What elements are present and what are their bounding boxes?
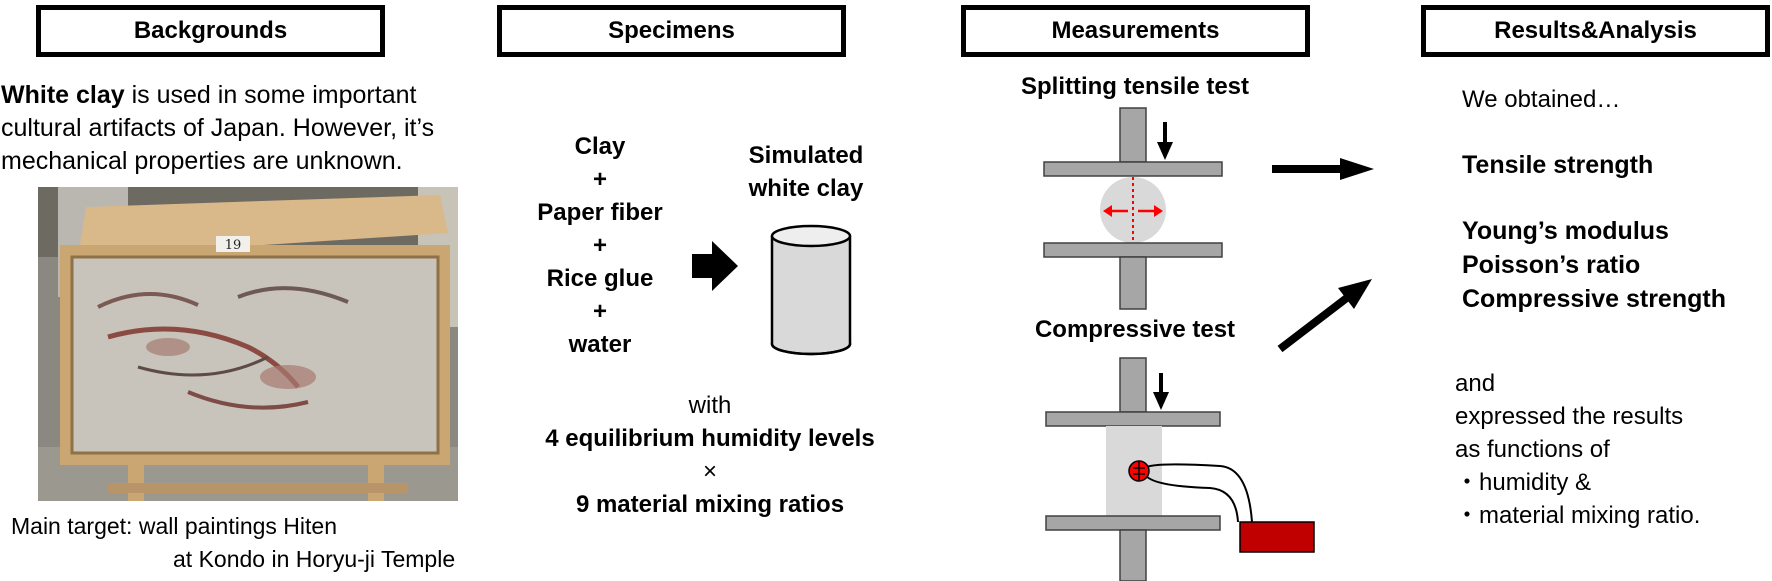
humidity-levels: 4 equilibrium humidity levels bbox=[545, 425, 875, 452]
background-intro-line-3: mechanical properties are unknown. bbox=[1, 147, 403, 175]
splitting-test-label: Splitting tensile test bbox=[1020, 73, 1250, 100]
header-measurements-label: Measurements bbox=[1051, 17, 1220, 44]
intro-rest: is used in some important bbox=[124, 81, 417, 109]
photo-label: 19 bbox=[225, 238, 242, 253]
result-poissons-ratio: Poisson’s ratio bbox=[1462, 251, 1641, 279]
results-and: and bbox=[1455, 370, 1496, 397]
ingredient-clay: Clay bbox=[574, 133, 626, 160]
result-compressive-strength: Compressive strength bbox=[1462, 285, 1726, 313]
results-expressed-1: expressed the results bbox=[1455, 403, 1684, 430]
ingredient-rice-glue: Rice glue bbox=[546, 265, 654, 292]
ingredient-plus-2: + bbox=[592, 232, 607, 259]
ingredient-plus-3: + bbox=[592, 298, 607, 325]
header-measurements: Measurements bbox=[961, 5, 1310, 57]
results-expressed-2: as functions of bbox=[1455, 436, 1610, 463]
results-bullet-mixing: ・material mixing ratio. bbox=[1455, 502, 1701, 529]
with-label: with bbox=[688, 392, 732, 419]
results-bullet-humidity: ・humidity & bbox=[1455, 469, 1592, 496]
background-caption-line-1: Main target: wall paintings Hiten bbox=[11, 513, 337, 539]
compressive-test-icon bbox=[1045, 357, 1315, 581]
result-tensile-strength: Tensile strength bbox=[1462, 151, 1654, 179]
ingredient-plus-1: + bbox=[592, 166, 607, 193]
background-intro-line-2: cultural artifacts of Japan. However, it… bbox=[1, 114, 435, 142]
splitting-test-icon bbox=[1043, 107, 1223, 310]
times-sign: × bbox=[702, 458, 717, 485]
simulated-label-line-1: Simulated bbox=[748, 142, 864, 169]
wooden-frame-top bbox=[78, 195, 448, 257]
mix-arrow bbox=[692, 241, 738, 291]
background-caption-line-2: at Kondo in Horyu-ji Temple bbox=[173, 546, 456, 572]
ingredient-paper-fiber: Paper fiber bbox=[537, 199, 663, 226]
header-specimens-label: Specimens bbox=[608, 17, 735, 44]
header-results: Results&Analysis bbox=[1421, 5, 1770, 57]
ingredient-water: water bbox=[568, 331, 632, 358]
results-obtained: We obtained… bbox=[1462, 86, 1621, 113]
header-backgrounds-label: Backgrounds bbox=[133, 17, 288, 44]
result-youngs-modulus: Young’s modulus bbox=[1462, 217, 1669, 245]
results-arrow-lower bbox=[1277, 279, 1372, 353]
results-arrow-upper bbox=[1272, 158, 1374, 180]
compressive-test-label: Compressive test bbox=[1034, 316, 1236, 343]
header-backgrounds: Backgrounds bbox=[36, 5, 385, 57]
photo-label-plate bbox=[216, 236, 250, 252]
header-specimens: Specimens bbox=[497, 5, 846, 57]
simulated-label-line-2: white clay bbox=[748, 175, 864, 202]
cylinder-specimen-icon bbox=[770, 224, 852, 356]
white-clay-term: White clay bbox=[1, 81, 125, 109]
background-intro-line-1: White clay is used in some important bbox=[1, 79, 416, 112]
wall-painting-photo: 19 bbox=[38, 187, 458, 501]
mixing-ratios: 9 material mixing ratios bbox=[575, 491, 845, 518]
header-results-label: Results&Analysis bbox=[1494, 17, 1697, 44]
